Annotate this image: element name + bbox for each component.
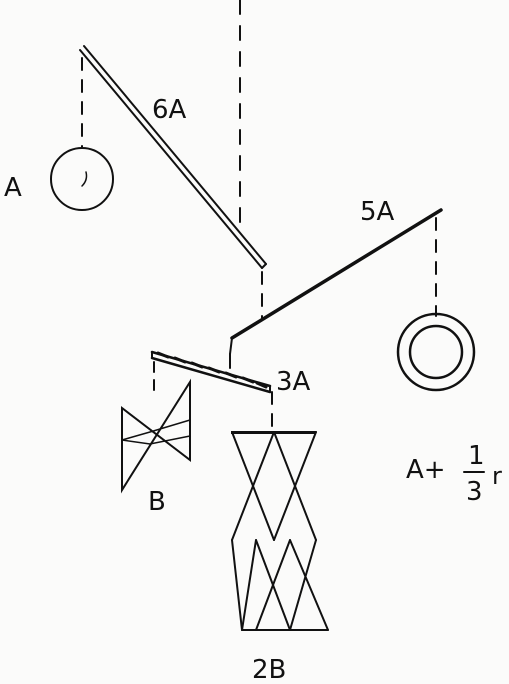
- weight-a-plus-third-r-circle: [396, 312, 476, 392]
- label-fraction-suffix: r: [492, 462, 502, 490]
- arm-6a: [79, 45, 267, 269]
- shape-2b-hourglass: [231, 431, 329, 631]
- label-5a: 5A: [360, 197, 395, 227]
- label-shape-b: B: [148, 487, 166, 517]
- label-shape-2b: 2B: [252, 655, 286, 684]
- label-fraction-numerator: 1: [468, 441, 485, 471]
- label-weight-a-plus: A+: [406, 455, 446, 485]
- weight-a-circle: [50, 147, 114, 211]
- arm-5a: [229, 208, 443, 355]
- label-weight-a: A: [4, 173, 22, 203]
- label-fraction-denominator: 3: [466, 477, 483, 507]
- shape-b-funnel: [121, 378, 191, 494]
- label-3a: 3A: [276, 367, 311, 397]
- arm-3a: [150, 350, 272, 394]
- label-6a: 6A: [152, 95, 187, 125]
